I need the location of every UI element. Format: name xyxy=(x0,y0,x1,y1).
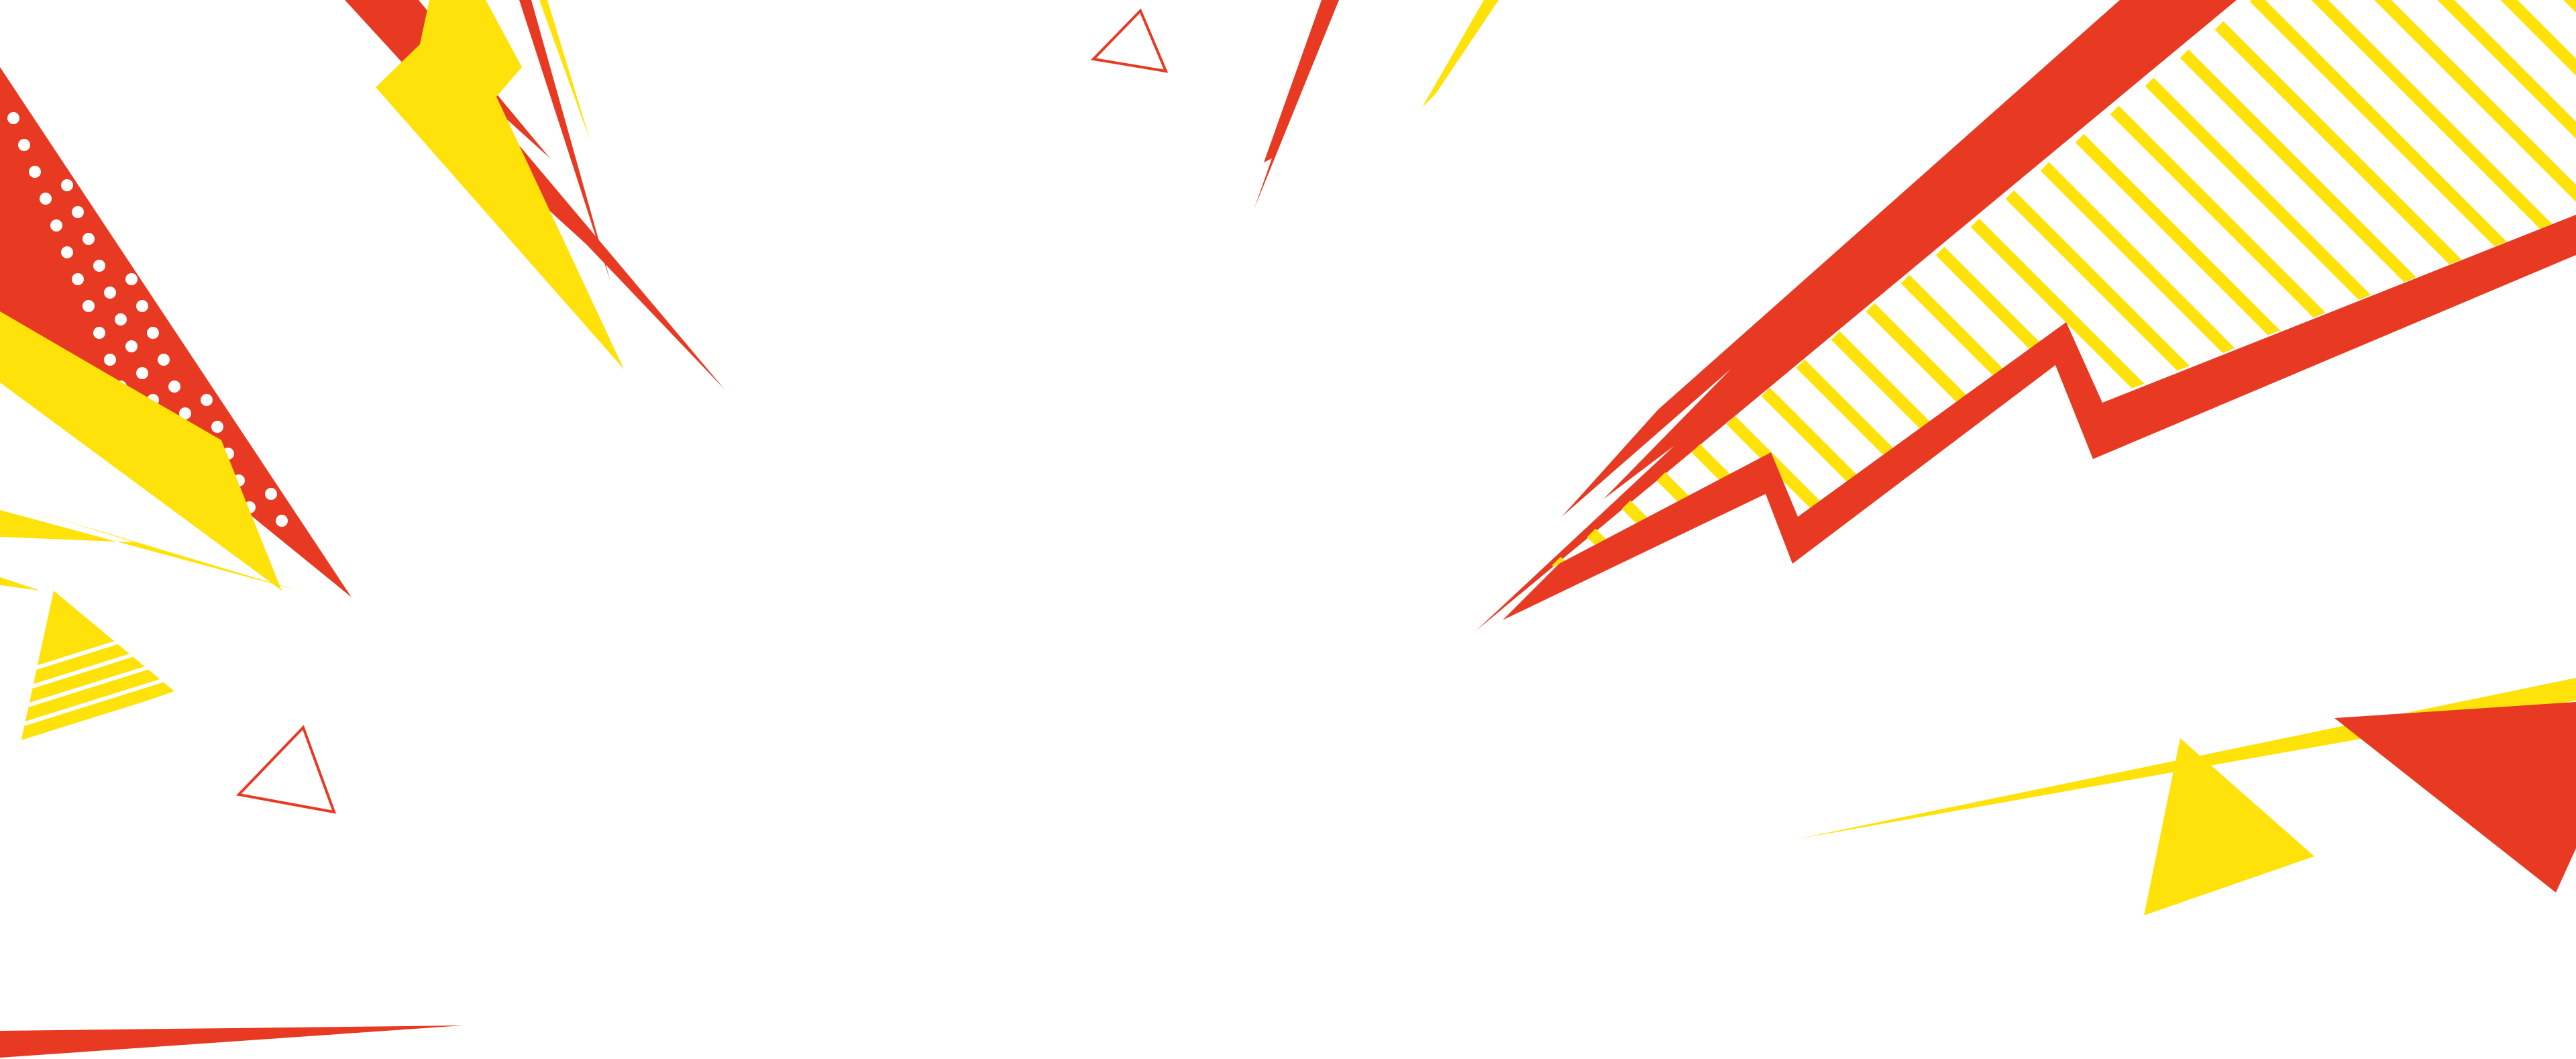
dot xyxy=(125,340,138,352)
dot xyxy=(147,327,159,339)
dot xyxy=(136,367,148,379)
dot xyxy=(72,206,84,218)
dot xyxy=(158,354,170,366)
yellow-sliver-left xyxy=(0,577,40,591)
stripe xyxy=(2319,0,2576,295)
red-triangle xyxy=(2334,702,2576,893)
dot xyxy=(83,233,95,245)
dot xyxy=(211,421,223,433)
dot xyxy=(265,488,277,500)
red-spike-top xyxy=(519,0,610,282)
dot xyxy=(93,260,105,272)
dot xyxy=(136,300,148,312)
stripe xyxy=(20,670,174,734)
dot xyxy=(18,139,30,151)
dot xyxy=(115,313,127,325)
dot xyxy=(276,515,288,527)
yellow-spike-top xyxy=(539,0,590,141)
dot xyxy=(7,112,19,124)
dot xyxy=(29,166,41,178)
dot xyxy=(201,394,213,406)
stripe xyxy=(2284,0,2576,323)
yellow-lightning-bolt xyxy=(376,0,624,369)
dot xyxy=(50,219,62,232)
dot xyxy=(168,381,180,393)
dot xyxy=(61,246,73,258)
dot xyxy=(72,273,84,285)
stripe xyxy=(20,740,174,745)
dot xyxy=(104,354,116,366)
yellow-triangle xyxy=(2144,738,2314,915)
stripe xyxy=(1552,556,1910,611)
dot xyxy=(179,407,191,419)
dot xyxy=(93,327,105,339)
dot xyxy=(40,193,52,205)
yellow-striped-triangle xyxy=(20,591,174,745)
triangle-outline-icon xyxy=(235,725,337,814)
yellow-spike-center xyxy=(1422,0,1499,107)
red-spike-center xyxy=(1254,0,1339,208)
stripe xyxy=(2389,0,2576,238)
yellow-spike-left xyxy=(0,510,298,591)
stripe xyxy=(1587,528,1945,611)
red-dotted-band xyxy=(0,67,352,597)
dot xyxy=(104,287,116,299)
triangle-outline-icon xyxy=(1090,8,1169,73)
stripe xyxy=(2354,0,2576,266)
dot xyxy=(125,273,138,285)
dot xyxy=(83,300,95,312)
dot xyxy=(61,179,73,191)
yellow-band-left xyxy=(0,311,282,591)
red-stripe-bottom-left xyxy=(0,1025,463,1058)
